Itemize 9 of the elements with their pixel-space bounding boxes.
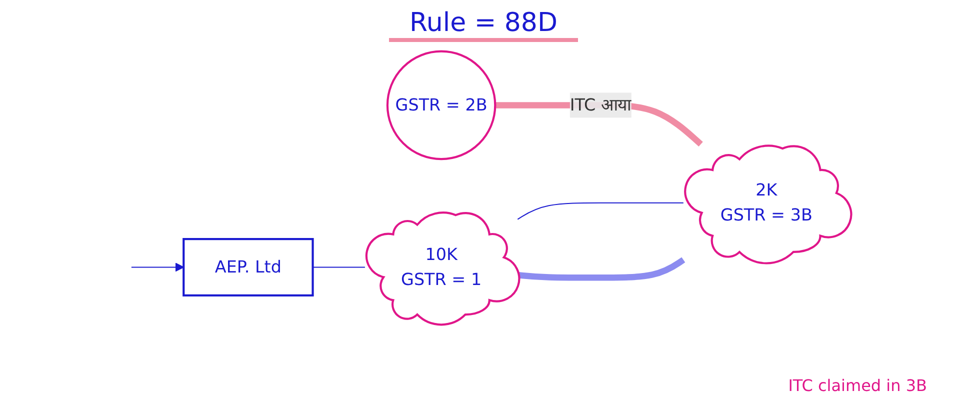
edge-label: ITC आया [569, 94, 631, 115]
connector [516, 257, 685, 281]
connector [516, 202, 683, 220]
node-box: AEP. Ltd [182, 238, 314, 296]
node-circle: GSTR = 2B [386, 50, 496, 160]
title-text: Rule = 88D [389, 8, 578, 42]
connector [312, 266, 364, 268]
arrow [130, 262, 184, 272]
note-text: ITC claimed in 3B [788, 376, 927, 395]
